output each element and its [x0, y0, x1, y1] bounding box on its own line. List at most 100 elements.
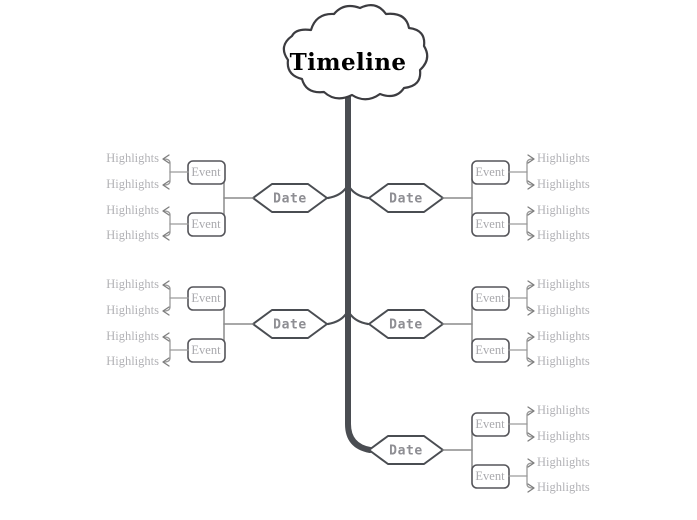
- event-label: Event: [475, 165, 505, 179]
- event-label: Event: [191, 217, 221, 231]
- highlight-label: Highlights: [537, 203, 590, 217]
- branch-right-row-1: Date Event Highlights Highlights Event: [348, 151, 590, 242]
- date-label: Date: [389, 444, 423, 459]
- arrow-to-highlight: [527, 332, 535, 342]
- highlight-label: Highlights: [106, 151, 159, 165]
- branch-right-row-3: Date Event Highlights Highlights Event: [364, 403, 590, 494]
- highlight-fork-lower: [163, 349, 171, 363]
- arrow-to-highlight: [527, 206, 535, 216]
- arrow-to-highlight: [527, 306, 535, 316]
- event-node[interactable]: Event: [471, 286, 510, 311]
- highlight-fork-lower: [526, 297, 534, 312]
- event-label: Event: [475, 291, 505, 305]
- arrow-to-highlight: [162, 357, 170, 367]
- event-label: Event: [191, 343, 221, 357]
- trunk-to-date-connector: [326, 312, 348, 326]
- highlight-label: Highlights: [537, 151, 590, 165]
- event-label: Event: [475, 217, 505, 231]
- date-node[interactable]: Date: [368, 435, 444, 465]
- arrow-to-highlight: [527, 458, 535, 468]
- highlight-fork-lower: [163, 171, 171, 186]
- trunk-to-date-connector: [326, 186, 348, 200]
- date-hexagon: [368, 309, 444, 339]
- highlight-label: Highlights: [106, 177, 159, 191]
- arrow-to-highlight: [162, 306, 170, 316]
- arrow-to-highlight: [162, 231, 170, 241]
- arrow-to-highlight: [162, 180, 170, 190]
- event-node[interactable]: Event: [187, 160, 226, 185]
- branch-left-row-1: Date Event Highlights Highlights: [106, 151, 348, 242]
- highlight-label: Highlights: [537, 429, 590, 443]
- date-node[interactable]: Date: [252, 183, 328, 213]
- date-hexagon: [368, 435, 444, 465]
- highlight-fork-upper: [526, 462, 534, 477]
- event-node[interactable]: Event: [187, 286, 226, 311]
- highlight-label: Highlights: [537, 354, 590, 368]
- event-node[interactable]: Event: [187, 212, 226, 237]
- highlight-fork-lower: [526, 171, 534, 186]
- highlight-fork-lower: [526, 423, 534, 438]
- highlight-label: Highlights: [537, 303, 590, 317]
- highlight-label: Highlights: [537, 403, 590, 417]
- highlight-fork-upper: [163, 336, 171, 351]
- event-node[interactable]: Event: [187, 338, 226, 363]
- highlight-fork-upper: [163, 210, 171, 225]
- arrow-to-highlight: [527, 180, 535, 190]
- event-label: Event: [475, 343, 505, 357]
- event-label: Event: [191, 165, 221, 179]
- date-hexagon: [368, 183, 444, 213]
- highlight-label: Highlights: [537, 177, 590, 191]
- event-node[interactable]: Event: [471, 412, 510, 437]
- highlight-fork-upper: [163, 284, 171, 299]
- highlight-label: Highlights: [537, 480, 590, 494]
- highlight-fork-upper: [526, 158, 534, 173]
- highlight-label: Highlights: [537, 228, 590, 242]
- trunk-group: [345, 89, 373, 453]
- arrow-to-highlight: [162, 154, 170, 164]
- arrow-to-highlight: [527, 432, 535, 442]
- event-node[interactable]: Event: [471, 212, 510, 237]
- highlight-fork-lower: [526, 349, 534, 363]
- trunk-to-date-connector: [364, 447, 370, 452]
- arrow-to-highlight: [527, 406, 535, 416]
- event-label: Event: [475, 469, 505, 483]
- highlight-label: Highlights: [537, 455, 590, 469]
- root-node-cloud[interactable]: Timeline: [282, 3, 429, 101]
- arrow-to-highlight: [527, 231, 535, 241]
- highlight-fork-upper: [526, 336, 534, 351]
- highlight-fork-upper: [526, 210, 534, 225]
- arrow-to-highlight: [527, 280, 535, 290]
- highlight-label: Highlights: [106, 228, 159, 242]
- date-label: Date: [389, 318, 423, 333]
- highlight-label: Highlights: [106, 303, 159, 317]
- highlight-label: Highlights: [106, 354, 159, 368]
- event-node[interactable]: Event: [471, 338, 510, 363]
- arrow-to-highlight: [527, 154, 535, 164]
- branch-left-row-2: Date Event Highlights Highlights Event: [106, 277, 348, 368]
- date-label: Date: [273, 318, 307, 333]
- highlight-fork-upper: [163, 158, 171, 173]
- date-label: Date: [389, 192, 423, 207]
- event-label: Event: [475, 417, 505, 431]
- highlight-label: Highlights: [537, 329, 590, 343]
- date-node[interactable]: Date: [368, 309, 444, 339]
- arrow-to-highlight: [162, 280, 170, 290]
- date-node[interactable]: Date: [252, 309, 328, 339]
- event-node[interactable]: Event: [471, 464, 510, 489]
- highlight-label: Highlights: [106, 329, 159, 343]
- highlight-label: Highlights: [106, 203, 159, 217]
- highlight-label: Highlights: [106, 277, 159, 291]
- highlight-label: Highlights: [537, 277, 590, 291]
- highlight-fork-lower: [526, 223, 534, 237]
- cloud-icon: [282, 3, 429, 101]
- date-node[interactable]: Date: [368, 183, 444, 213]
- highlight-fork-upper: [526, 410, 534, 425]
- arrow-to-highlight: [162, 206, 170, 216]
- arrow-to-highlight: [527, 357, 535, 367]
- trunk-to-date-connector: [348, 312, 370, 326]
- event-node[interactable]: Event: [471, 160, 510, 185]
- arrow-to-highlight: [162, 332, 170, 342]
- trunk-to-date-connector: [348, 186, 370, 200]
- trunk-spine: [345, 89, 373, 453]
